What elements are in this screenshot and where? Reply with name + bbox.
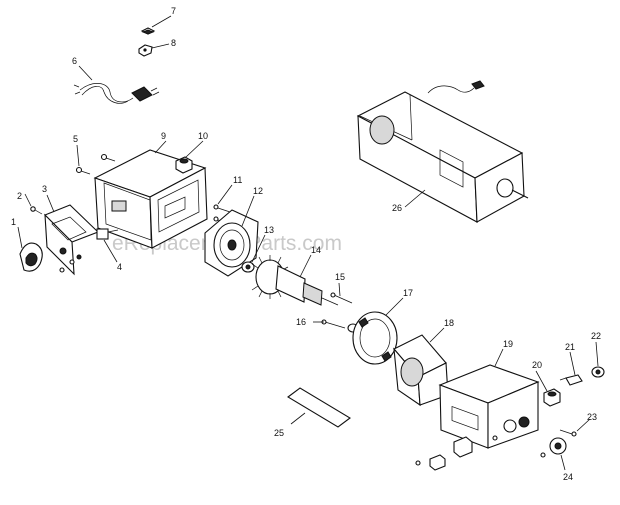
part-16-screws [321, 319, 359, 333]
callout-24: 24 [563, 472, 573, 482]
part-13-washer [241, 261, 255, 273]
part-3-switch-plate [44, 204, 100, 276]
callout-1: 1 [11, 217, 16, 227]
callout-2: 2 [17, 191, 22, 201]
part-19-motor-housing [438, 364, 540, 449]
callout-18: 18 [444, 318, 454, 328]
part-26-motor-assembly [356, 80, 529, 223]
part-15-screws [330, 292, 353, 304]
part-4-switch [96, 228, 119, 240]
part-14-armature [251, 255, 339, 306]
callout-8: 8 [171, 38, 176, 48]
callout-19: 19 [503, 339, 513, 349]
part-25-label-plate [287, 387, 351, 428]
callout-13: 13 [264, 225, 274, 235]
callout-17: 17 [403, 288, 413, 298]
callout-12: 12 [253, 186, 263, 196]
leader-lines [17, 15, 599, 471]
part-24-knob [549, 437, 567, 455]
callout-25: 25 [274, 428, 284, 438]
part-22-cap [591, 366, 605, 378]
callout-26: 26 [392, 203, 402, 213]
callout-9: 9 [161, 131, 166, 141]
part-8-nut [138, 44, 153, 57]
part-1-switch-key [19, 242, 43, 272]
part-21-brush-holder [559, 374, 583, 386]
lower-bushings [415, 436, 546, 471]
callout-4: 4 [117, 262, 122, 272]
part-10-bushing [175, 156, 193, 174]
callout-11: 11 [233, 175, 242, 185]
callout-14: 14 [311, 245, 321, 255]
part-2-screw [30, 206, 43, 215]
part-17-brush-ring [352, 311, 398, 365]
callout-22: 22 [591, 331, 601, 341]
part-12-end-bell [204, 209, 259, 277]
callout-labels: 7 8 6 5 9 10 2 3 1 4 11 12 13 14 15 16 1… [11, 6, 601, 482]
callout-23: 23 [587, 412, 597, 422]
callout-5: 5 [73, 134, 78, 144]
part-3-screws [59, 259, 75, 273]
callout-15: 15 [335, 272, 345, 282]
part-6-power-cord [73, 83, 160, 104]
part-20-bearing [543, 388, 561, 407]
callout-21: 21 [565, 342, 575, 352]
callout-7: 7 [171, 6, 176, 16]
callout-10: 10 [198, 131, 208, 141]
callout-20: 20 [532, 360, 542, 370]
callout-6: 6 [72, 56, 77, 66]
part-7-cap [140, 27, 156, 35]
part-23-screw [559, 429, 577, 437]
part-5-screws [75, 153, 116, 175]
callout-16: 16 [296, 317, 306, 327]
callout-3: 3 [42, 184, 47, 194]
